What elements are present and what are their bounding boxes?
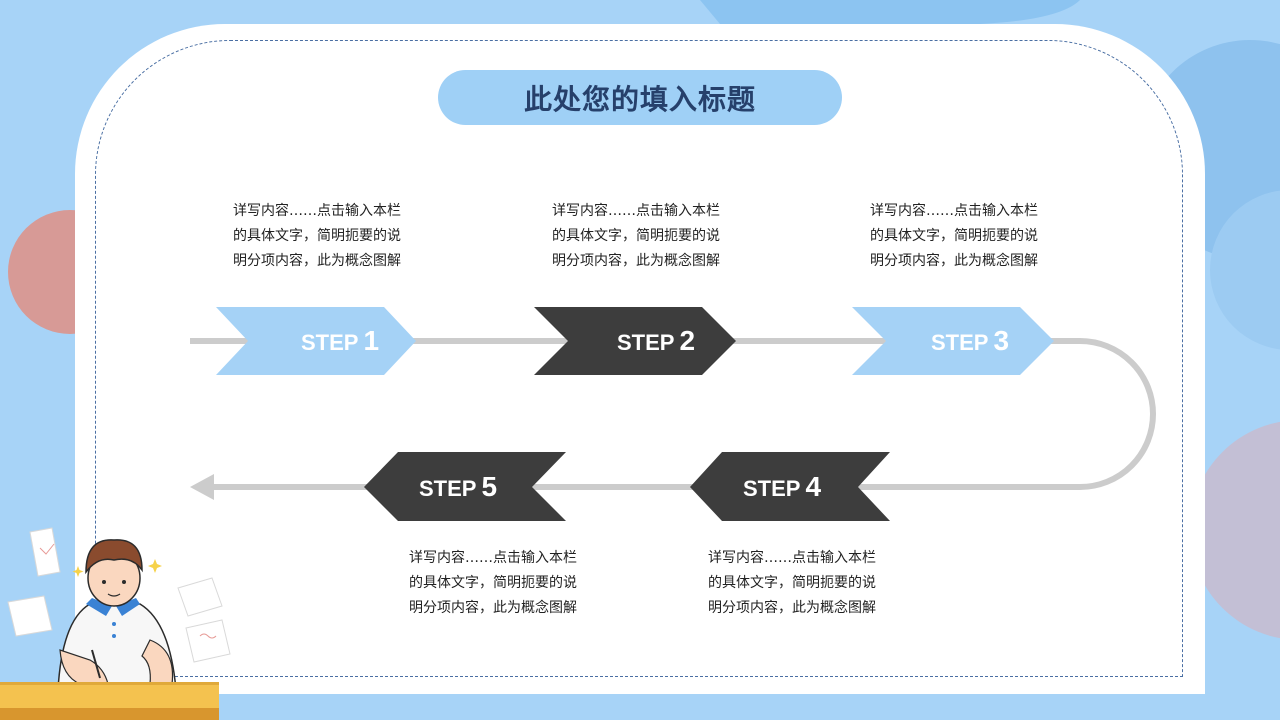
step-2-line-3: 明分项内容，此为概念图解	[552, 253, 720, 269]
step-5-prefix: STEP	[419, 476, 476, 501]
flow-end-arrowhead	[190, 474, 214, 500]
sparkle-icon	[72, 559, 162, 577]
step-5-line-3: 明分项内容，此为概念图解	[409, 600, 577, 616]
step-4-number: 4	[805, 471, 821, 502]
step-2-prefix: STEP	[617, 330, 674, 355]
step-1-line-2: 的具体文字，简明扼要的说	[233, 228, 401, 244]
step-2-description: 详写内容……点击输入本栏 的具体文字，简明扼要的说 明分项内容，此为概念图解	[552, 199, 752, 274]
step-3-description: 详写内容……点击输入本栏 的具体文字，简明扼要的说 明分项内容，此为概念图解	[870, 199, 1070, 274]
step-2-line-2: 的具体文字，简明扼要的说	[552, 228, 720, 244]
step-1-prefix: STEP	[301, 330, 358, 355]
paper-icon	[7, 527, 231, 663]
step-5-number: 5	[481, 471, 497, 502]
desk-edge	[0, 708, 219, 720]
step-3-line-3: 明分项内容，此为概念图解	[870, 253, 1038, 269]
step-4-description: 详写内容……点击输入本栏 的具体文字，简明扼要的说 明分项内容，此为概念图解	[708, 546, 908, 621]
step-1-number: 1	[363, 325, 379, 356]
step-3-prefix: STEP	[931, 330, 988, 355]
step-1-line-3: 明分项内容，此为概念图解	[233, 253, 401, 269]
step-5-description: 详写内容……点击输入本栏 的具体文字，简明扼要的说 明分项内容，此为概念图解	[409, 546, 609, 621]
dashed-border	[95, 40, 1183, 677]
step-4-line-3: 明分项内容，此为概念图解	[708, 600, 876, 616]
step-1-description: 详写内容……点击输入本栏 的具体文字，简明扼要的说 明分项内容，此为概念图解	[233, 199, 433, 274]
step-2-number: 2	[679, 325, 695, 356]
title-banner: 此处您的填入标题	[438, 70, 842, 125]
step-3-number: 3	[993, 325, 1009, 356]
step-2-line-1: 详写内容……点击输入本栏	[552, 203, 720, 219]
step-3-line-1: 详写内容……点击输入本栏	[870, 203, 1038, 219]
step-4-prefix: STEP	[743, 476, 800, 501]
page-title: 此处您的填入标题	[523, 82, 756, 116]
student-figure	[57, 539, 177, 691]
step-3-line-2: 的具体文字，简明扼要的说	[870, 228, 1038, 244]
step-5-line-2: 的具体文字，简明扼要的说	[409, 575, 577, 591]
step-4-line-2: 的具体文字，简明扼要的说	[708, 575, 876, 591]
step-5-line-1: 详写内容……点击输入本栏	[409, 550, 577, 566]
step-4-line-1: 详写内容……点击输入本栏	[708, 550, 876, 566]
step-1-line-1: 详写内容……点击输入本栏	[233, 203, 401, 219]
